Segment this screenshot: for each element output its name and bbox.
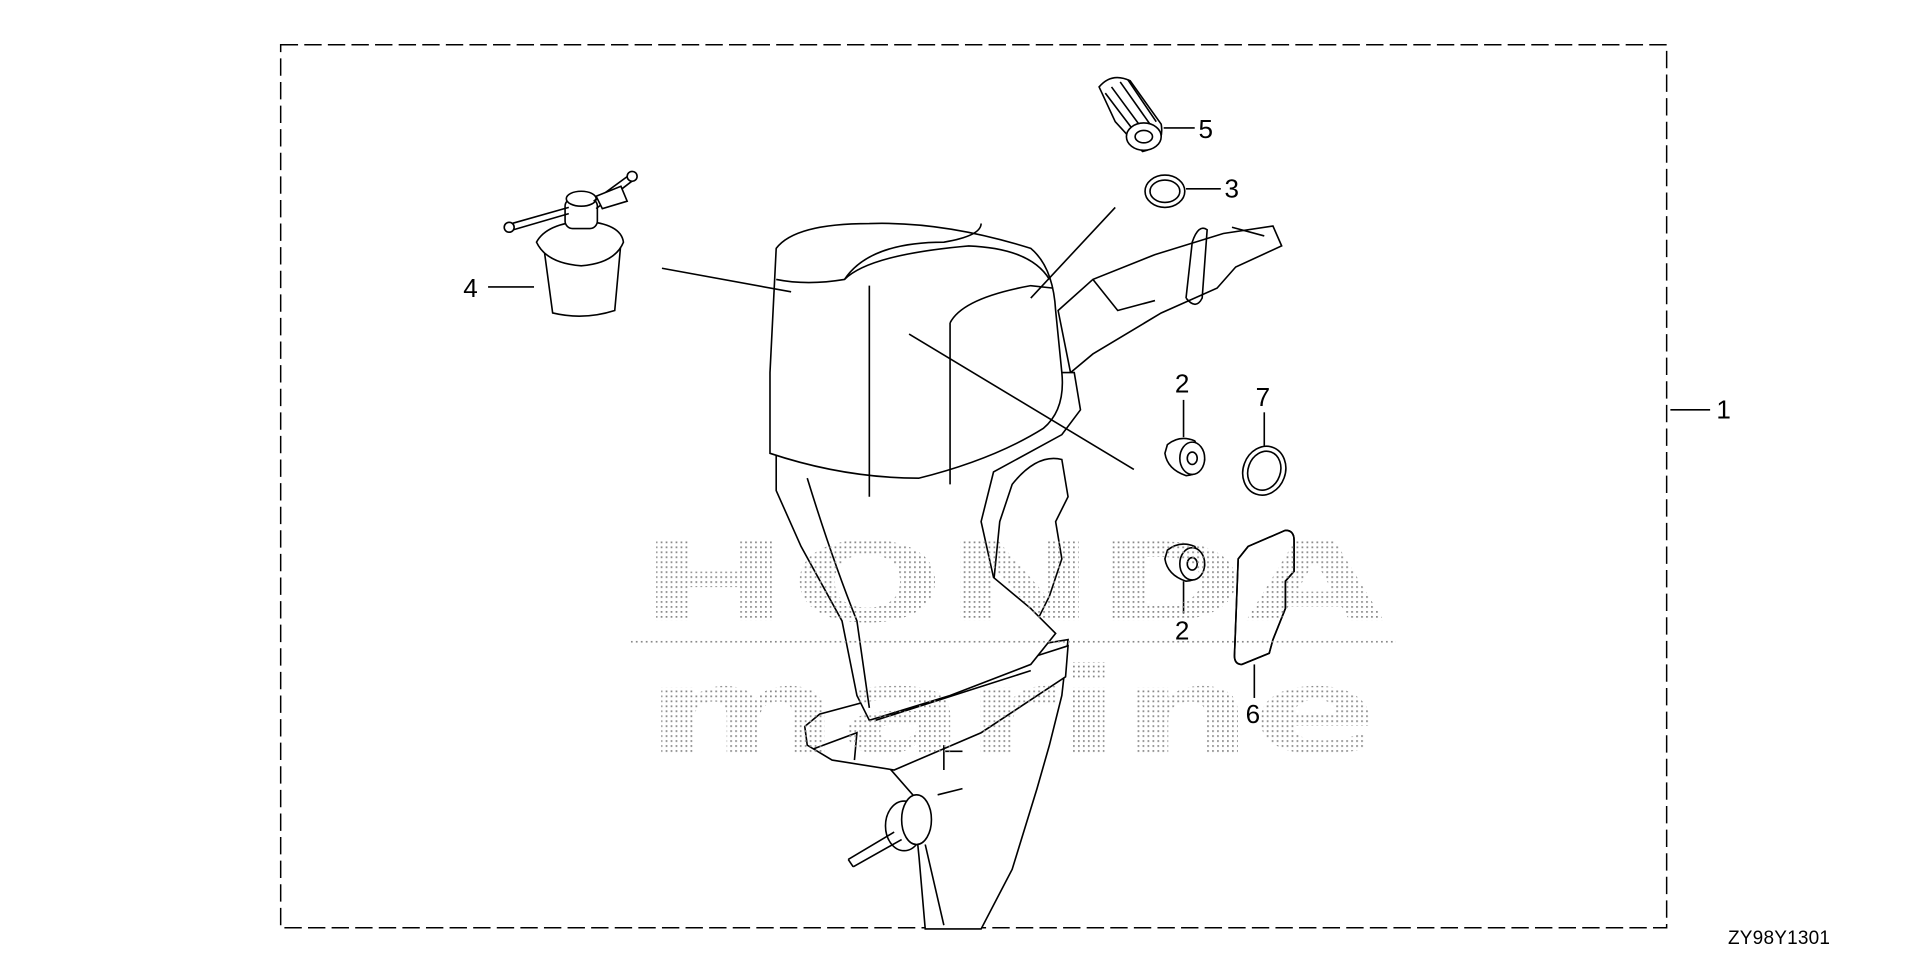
callout-2-lower: 2 [1175,616,1190,646]
part-4-fuel-filter [503,170,638,317]
leader-lines [488,127,1711,698]
honda-marine-watermark: HONDA marine [630,520,1396,782]
callout-2-upper: 2 [1175,368,1190,398]
callout-5: 5 [1198,114,1213,144]
callout-3: 3 [1225,173,1240,203]
part-6-gasket [1233,529,1295,666]
part-3-o-ring [1144,174,1186,209]
callout-6: 6 [1246,699,1261,729]
callout-1: 1 [1716,395,1731,425]
part-2-spacer-lower [1164,543,1206,583]
callout-7: 7 [1256,382,1271,412]
callout-4: 4 [463,273,478,303]
outboard-motor-illustration [769,222,1283,930]
part-7-o-ring [1241,445,1287,496]
part-5-filter-element [1098,76,1163,153]
part-2-spacer-upper [1164,437,1206,477]
watermark-line-1: HONDA [640,520,1386,647]
watermark-line-2: marine [646,643,1379,782]
diagram-code: ZY98Y1301 [1728,928,1831,949]
